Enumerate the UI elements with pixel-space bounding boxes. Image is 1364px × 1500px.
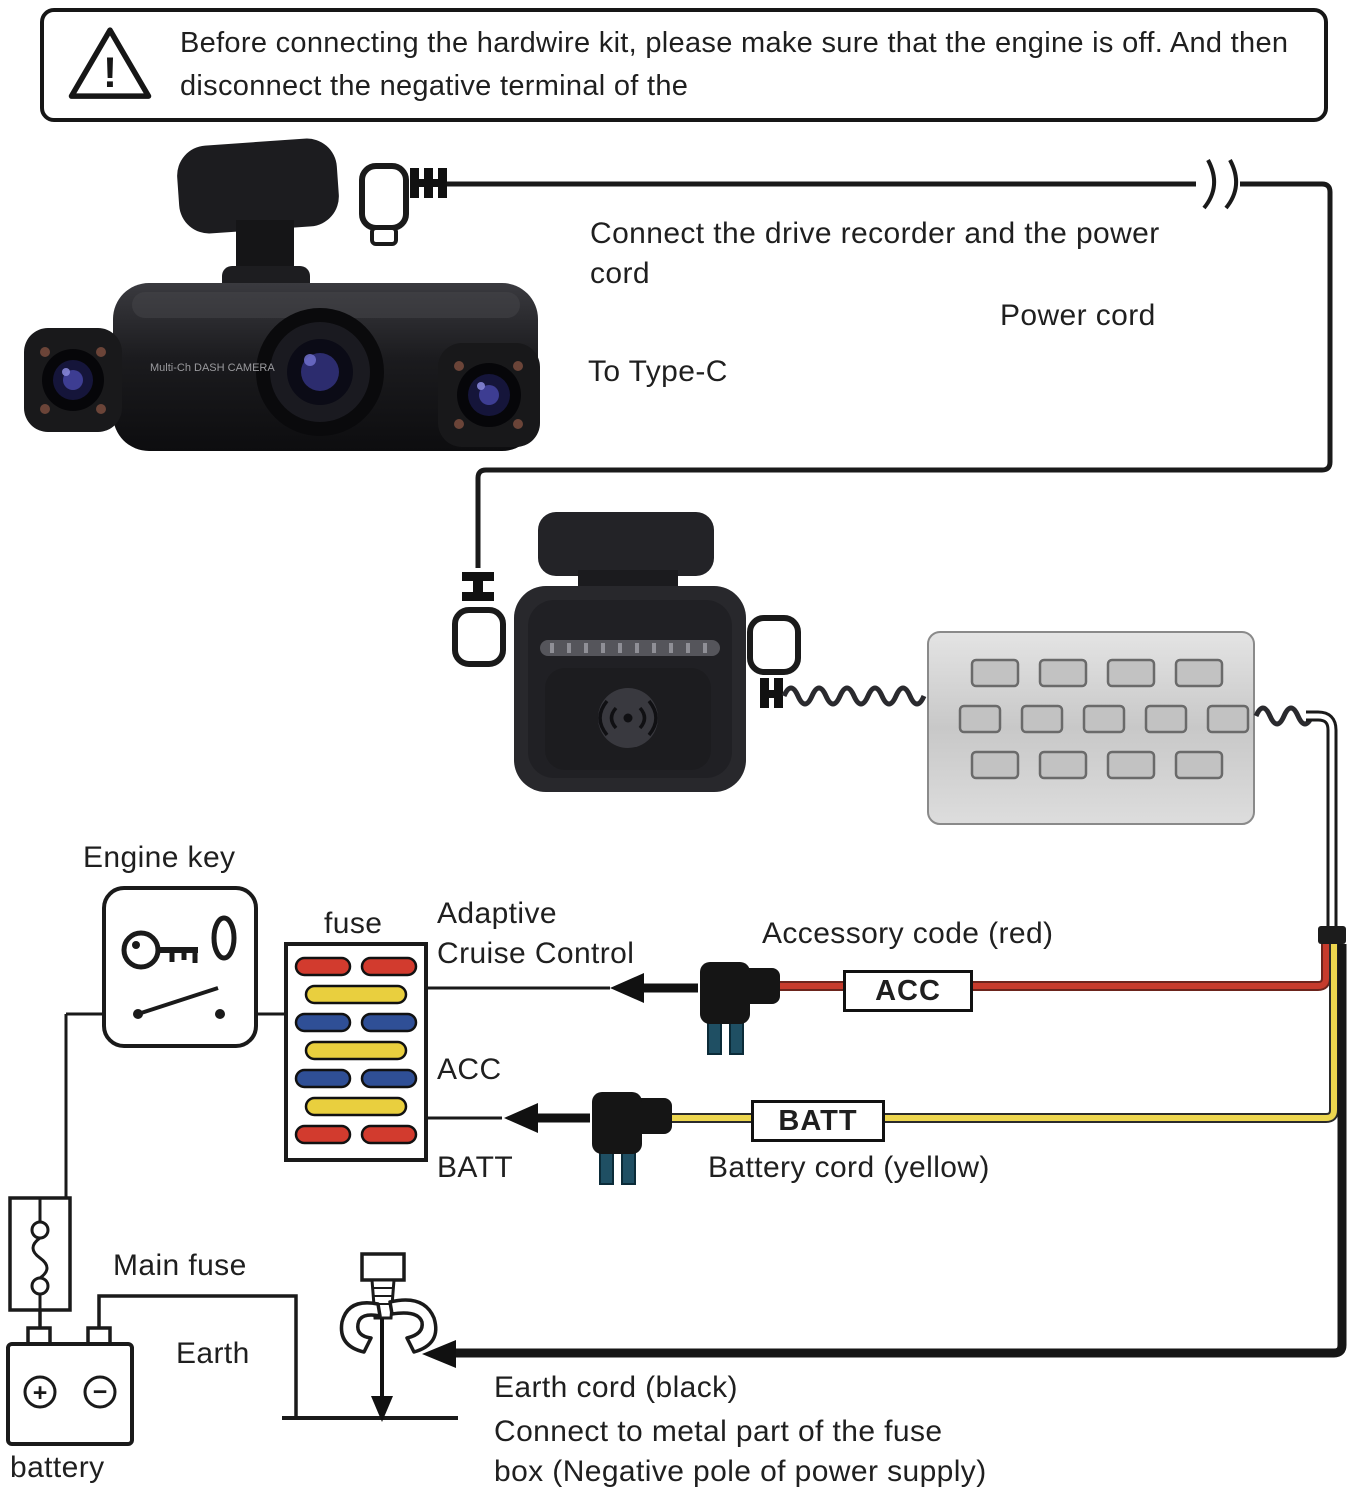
label-adaptive-cruise: Adaptive Cruise Control [437,897,635,971]
label-acc-slot: ACC [437,1053,502,1086]
warning-banner: ! Before connecting the hardwire kit, pl… [40,8,1328,122]
fuse-capsule [304,1040,408,1061]
camera-body-label: Multi-Ch DASH CAMERA [150,362,275,374]
claw-right-prong [388,1298,438,1354]
fuse-capsule [294,1012,352,1033]
earth-bolt [339,1252,456,1422]
keyhole-icon [211,915,237,961]
switch-symbol [133,986,225,1019]
fuse-capsule [360,1068,418,1089]
label-earth: Earth [176,1337,250,1370]
module-left-connector [452,572,506,667]
acc-badge: ACC [843,970,973,1012]
warning-text: Before connecting the hardwire kit, plea… [180,26,1289,103]
wireless-icon [598,688,658,748]
engine-key-box [102,886,258,1048]
label-battery-cord: Battery cord (yellow) [708,1151,990,1184]
fuse-capsule [304,984,408,1005]
key-icon [121,930,198,970]
label-to-type-c: To Type-C [588,355,728,388]
label-fuse: fuse [324,907,383,940]
label-earth-cord: Earth cord (black) [494,1371,738,1404]
fuse-capsule [360,1012,418,1033]
batt-wire-yellow [668,944,1339,1123]
batt-fuse-tap [592,1092,672,1185]
minus-symbol: − [93,1378,108,1406]
type-c-plug [359,163,447,246]
coiled-cable-left [781,685,927,707]
front-lens [256,308,384,436]
earth-arrow-head [371,1396,393,1422]
cable-splitter [1318,926,1346,944]
fuse-capsule [294,1124,352,1145]
cable-break-mark [1202,159,1216,210]
label-power-cord: Power cord [1000,299,1156,332]
right-camera-pod [438,343,540,447]
module-mount [538,512,714,576]
battery: + − [6,1326,134,1446]
fuse-capsule [360,1124,418,1145]
fuse-capsule [360,956,418,977]
earth-wire-black [452,944,1347,1358]
label-connect-recorder: Connect the drive recorder and the power… [590,217,1160,291]
camera-mount [177,138,339,234]
plus-symbol: + [33,1379,48,1407]
warning-triangle-icon: ! [68,27,152,99]
acc-arrow [610,973,698,1003]
fuse-box [284,942,428,1162]
fuse-capsule [294,1068,352,1089]
label-engine-key: Engine key [83,841,236,874]
fuse-slots [294,956,418,1145]
acc-fuse-tap [700,962,780,1055]
label-earth-note: Connect to metal part of the fuse box (N… [494,1415,987,1489]
main-fuse-symbol [8,1196,72,1312]
label-accessory-cord: Accessory code (red) [762,917,1054,950]
label-battery: battery [10,1451,105,1484]
fuse-capsule [304,1096,408,1117]
earth-cord-lug [422,1340,456,1368]
bolt-head [360,1252,406,1282]
coiled-cable-right [1253,705,1315,727]
warning-exclamation: ! [103,49,117,96]
fuse-tap-prong [621,1149,636,1185]
left-camera-pod [24,328,122,432]
output-cable [1306,710,1346,944]
fuse-tap-prong [707,1019,722,1055]
power-cord-wire [447,159,1333,568]
batt-arrow [504,1103,590,1133]
claw-left-prong [339,1301,382,1354]
vent-holes [958,658,1250,780]
fuse-capsule [294,956,352,977]
acc-wire-red [776,944,1331,991]
cable-break-mark [1224,159,1238,210]
hardwire-kit-box [927,631,1255,825]
module-right-connector [747,615,801,708]
fuse-tap-prong [599,1149,614,1185]
label-batt-slot: BATT [437,1151,514,1184]
label-main-fuse: Main fuse [113,1249,247,1282]
gps-module [514,512,746,792]
dash-camera: Multi-Ch DASH CAMERA [24,138,540,451]
batt-badge: BATT [751,1100,885,1142]
fuse-tap-prong [729,1019,744,1055]
earth-wiring [97,1294,458,1420]
